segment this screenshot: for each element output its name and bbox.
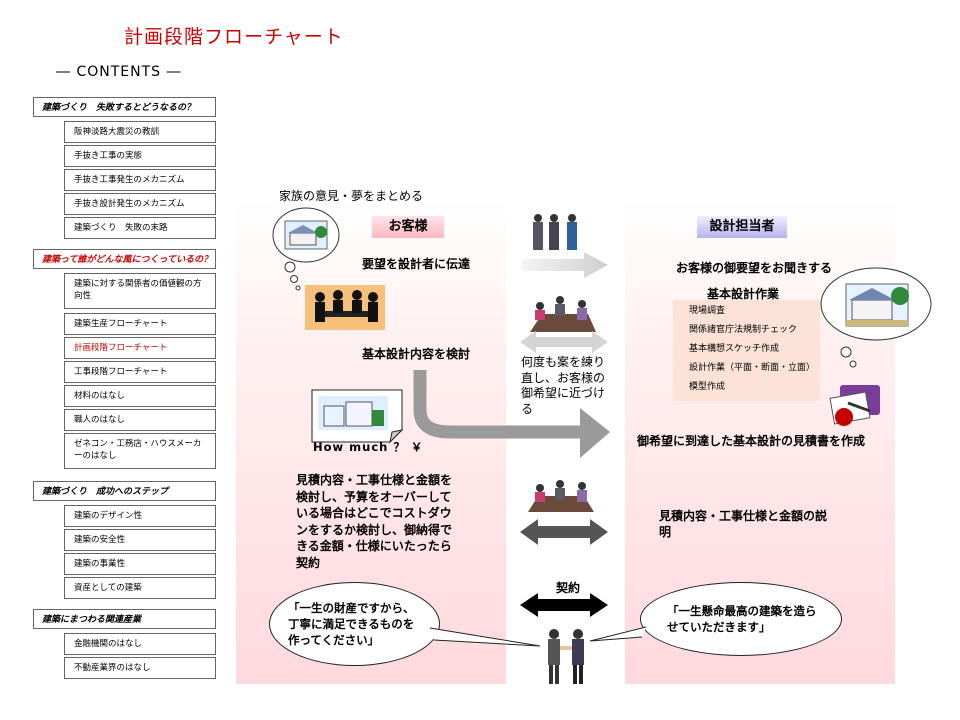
convey-request-text: 要望を設計者に伝達 <box>362 257 471 271</box>
nav-item[interactable]: 建築の安全性 <box>64 529 216 551</box>
speech-tail <box>589 626 647 642</box>
curved-arrow-icon <box>413 370 610 458</box>
meeting-people-icon <box>530 296 596 332</box>
nav-item[interactable]: 不動産業界のはなし <box>64 657 216 679</box>
customer-label: お客様 <box>372 216 444 238</box>
task-item: 模型作成 <box>689 382 726 392</box>
contract-double-arrow-icon <box>520 593 608 617</box>
customer-review-text: 見積内容・工事仕様と金額を検討し、予算をオーバーしている場合はどこでコストダウン… <box>296 473 453 570</box>
nav-item[interactable]: 工事段階フローチャート <box>64 361 216 383</box>
listen-request-text: お客様の御要望をお聞きする <box>676 261 833 275</box>
task-item: 設計作業（平面・断面・立面） <box>689 363 816 373</box>
task-item: 関係諸官庁法規制チェック <box>689 325 798 335</box>
arrow-right-icon <box>522 252 608 278</box>
nav-section-failure[interactable]: 建築づくり 失敗するとどうなるの？ <box>33 97 216 117</box>
meeting-people-icon <box>528 480 594 512</box>
nav-item[interactable]: 建築づくり 失敗の末路 <box>64 217 216 239</box>
task-item: 現場調査 <box>689 306 726 316</box>
contract-text: 契約 <box>556 581 581 595</box>
nav-item[interactable]: 職人のはなし <box>64 409 216 431</box>
nav-item[interactable]: 手抜き工事発生のメカニズム <box>64 169 216 191</box>
nav-item[interactable]: 阪神淡路大震災の教訓 <box>64 121 216 143</box>
nav-section-related[interactable]: 建築にまつわる関連産業 <box>33 609 216 629</box>
nav-item[interactable]: 建築のデザイン性 <box>64 505 216 527</box>
nav-item[interactable]: 金融機関のはなし <box>64 633 216 655</box>
business-people-icon <box>533 214 577 250</box>
handshake-icon <box>548 629 584 684</box>
design-tasks-list: 現場調査 関係諸官庁法規制チェック 基本構想スケッチ作成 設計作業（平面・断面・… <box>673 300 820 401</box>
double-arrow-icon <box>520 519 608 545</box>
family-caption: 家族の意見・夢をまとめる <box>279 189 424 203</box>
task-item: 基本構想スケッチ作成 <box>689 344 780 354</box>
nav-item[interactable]: 資産としての建築 <box>64 577 216 599</box>
family-meeting-icon <box>305 285 385 330</box>
thought-bubble-house-icon <box>820 267 932 368</box>
nav-item[interactable]: 手抜き設計発生のメカニズム <box>64 193 216 215</box>
designer-explain-text: 見積内容・工事仕様と金額の説明 <box>659 509 828 539</box>
thought-bubble-house-icon <box>272 207 340 291</box>
house-photo-icon <box>311 389 404 444</box>
nav-item[interactable]: 建築の事業性 <box>64 553 216 575</box>
nav-item[interactable]: ゼネコン・工務店・ハウスメーカーのはなし <box>64 433 216 469</box>
speech-tail <box>429 627 541 647</box>
designer-quote: 「一生懸命最高の建築を造らせていただきます」 <box>667 604 817 634</box>
estimate-result-text: 御希望に到達した基本設計の見積書を作成 <box>637 434 866 448</box>
nav-item-active[interactable]: 計画段階フローチャート <box>64 337 216 359</box>
customer-quote: 「一生の財産ですから、丁寧に満足できるものを作ってください」 <box>288 601 415 647</box>
basic-design-work-title: 基本設計作業 <box>707 287 780 301</box>
contents-heading: ― CONTENTS ― <box>56 64 182 80</box>
designer-label: 設計担当者 <box>697 216 787 238</box>
nav-item[interactable]: 手抜き工事の実態 <box>64 145 216 167</box>
nav-item[interactable]: 建築生産フローチャート <box>64 313 216 335</box>
double-arrow-icon <box>520 331 608 353</box>
nav-item[interactable]: 材料のはなし <box>64 385 216 407</box>
nav-section-success[interactable]: 建築づくり 成功へのステップ <box>33 481 216 501</box>
nav-section-who-builds[interactable]: 建築って誰がどんな風につくっているの？ <box>33 249 216 269</box>
nav-item[interactable]: 建築に対する関係者の価値観の方向性 <box>64 273 216 309</box>
page-title: 計画段階フローチャート <box>124 26 344 48</box>
document-pen-icon <box>829 385 880 426</box>
how-much-text: How much ？ ￥ <box>313 440 424 454</box>
customer-quote-bubble: 「一生の財産ですから、丁寧に満足できるものを作ってください」 <box>269 582 440 666</box>
redo-note: 何度も案を練り直し、お客様の御希望に近づける <box>521 355 606 416</box>
designer-quote-bubble: 「一生懸命最高の建築を造らせていただきます」 <box>640 582 842 656</box>
review-basic-design-text: 基本設計内容を検討 <box>362 347 471 361</box>
